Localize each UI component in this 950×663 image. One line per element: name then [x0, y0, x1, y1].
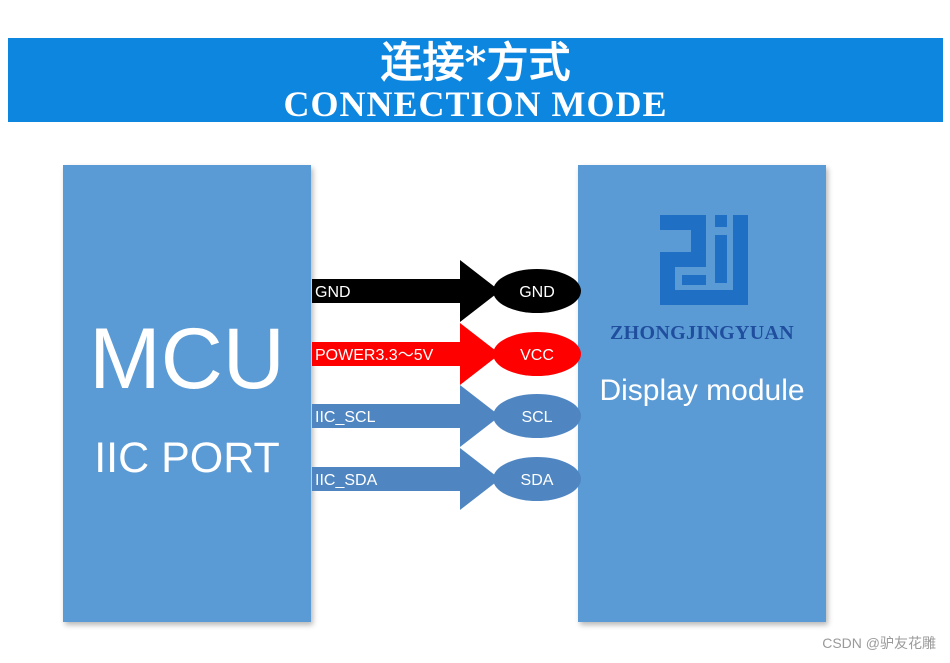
connection-scl: IIC_SCL SCL: [312, 385, 581, 447]
watermark: CSDN @驴友花雕: [822, 635, 936, 651]
connection-gnd: GND GND: [312, 260, 581, 322]
arrow-sda: [312, 448, 500, 510]
arrow-vcc: [312, 323, 500, 385]
wire-label-gnd: GND: [315, 284, 351, 301]
connection-vcc: POWER3.3～5V VCC: [312, 323, 581, 385]
mcu-subtitle: IIC PORT: [94, 434, 280, 482]
brand-name: ZHONGJINGYUAN: [610, 322, 794, 344]
pin-ellipse-gnd: [493, 269, 581, 313]
pin-ellipse-sda: [493, 457, 581, 501]
pin-label-vcc: VCC: [520, 347, 554, 364]
banner-title-en: CONNECTION MODE: [283, 84, 668, 124]
pin-label-scl: SCL: [521, 409, 552, 426]
banner-title-cn: 连接*方式: [380, 38, 571, 87]
display-module-block: ZHONGJINGYUAN Display module: [578, 165, 826, 622]
arrow-scl: [312, 385, 500, 447]
pin-label-sda: SDA: [521, 472, 554, 489]
mcu-block: MCU IIC PORT: [63, 165, 311, 622]
pin-ellipse-vcc: [493, 332, 581, 376]
pin-ellipse-scl: [493, 394, 581, 438]
header-banner: 连接*方式 CONNECTION MODE: [8, 38, 943, 122]
wire-label-power: POWER3.3～5V: [315, 347, 434, 364]
display-module-label: Display module: [599, 374, 805, 407]
arrow-gnd: [312, 260, 500, 322]
mcu-title: MCU: [89, 311, 285, 407]
pin-label-gnd: GND: [519, 284, 555, 301]
connection-sda: IIC_SDA SDA: [312, 448, 581, 510]
wire-label-iic-sda: IIC_SDA: [315, 472, 378, 489]
zhongjingyuan-logo-icon: [660, 215, 748, 305]
wire-label-iic-scl: IIC_SCL: [315, 409, 376, 426]
